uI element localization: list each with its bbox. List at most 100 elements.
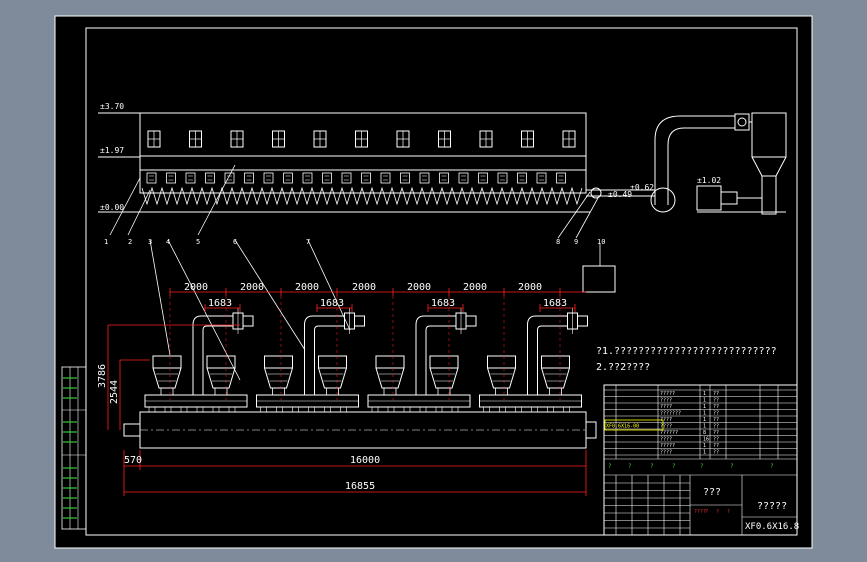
dimension-lines [107, 288, 587, 496]
elevation-labels: ±3.70 ±1.97 ±0.00 ±0.49 ±0.62 ±1.02 [100, 102, 721, 212]
title-block-cell: 1 [703, 424, 706, 430]
louver [224, 172, 235, 184]
title-block-cell: ???? [660, 424, 672, 430]
title-block-cell: ?? [713, 430, 719, 436]
dim-spacing: 2000 [518, 282, 542, 293]
title-block-cell: ???? [660, 437, 672, 443]
louver-panels [146, 172, 566, 184]
title-block-cell: 16 [703, 437, 709, 443]
louver [380, 172, 391, 184]
callout-numbers: 1 2 3 4 5 6 7 8 9 10 [104, 238, 605, 246]
elevation-label: ±1.97 [100, 146, 124, 155]
callout-8: 8 [556, 238, 560, 246]
drawing-number: XF0.6X16.8 [745, 522, 799, 532]
title-block-cell: ???? [660, 404, 672, 410]
louver [439, 172, 449, 184]
dim-inner: 1683 [543, 298, 567, 309]
callout-leaders [109, 164, 601, 381]
callout-6: 6 [233, 238, 237, 246]
title-block-cell: ?? [713, 437, 719, 443]
title-block-cell: ?? [713, 404, 719, 410]
title-block-cell: 1 [703, 417, 706, 423]
elevation-label: ±3.70 [100, 102, 124, 111]
title-block-footer-cell: ???? [694, 509, 706, 515]
callout-5: 5 [196, 238, 200, 246]
drawing-border [85, 27, 798, 536]
louver [497, 172, 508, 184]
title-block-header: ? [628, 463, 632, 470]
building-outline [139, 112, 587, 194]
title-block-footer-cell: ? [705, 509, 708, 515]
hopper-zigzag [141, 186, 583, 206]
dim-height-inner: 2544 [109, 380, 120, 404]
title-block-cell: 1 [703, 398, 706, 404]
note-line-1: ?1.??????????????????????????? [596, 346, 777, 357]
title-block-cell: ?? [713, 424, 719, 430]
sub-title: ????? [757, 501, 787, 512]
elevation-label: ±0.00 [100, 203, 124, 212]
louver [322, 172, 332, 184]
louver [478, 172, 488, 184]
callout-2: 2 [128, 238, 132, 246]
technical-notes: ?1.??????????????????????????? 2.??2???? [596, 346, 777, 373]
building-windows [147, 130, 576, 148]
title-block-cell: ???? [660, 417, 672, 423]
title-block-header: ? [770, 463, 774, 470]
louver [536, 172, 547, 184]
title-block-header: ? [730, 463, 734, 470]
elevation-label: ±0.49 [608, 190, 632, 199]
dim-length: 16000 [350, 455, 380, 466]
louver [361, 172, 371, 184]
dim-inner: 1683 [208, 298, 232, 309]
louver [302, 172, 313, 184]
title-block-cell: ?? [713, 391, 719, 397]
callout-9: 9 [574, 238, 578, 246]
machine-unit [367, 308, 477, 413]
title-block-cell: ?????? [660, 430, 678, 436]
dim-spacing: 2000 [407, 282, 431, 293]
note-line-2: 2.??2???? [596, 362, 650, 373]
title-block-cell: ????? [660, 443, 675, 449]
title-block-cell: 1 [703, 404, 706, 410]
callout-10: 10 [597, 238, 605, 246]
title-block-cell: ??????? [660, 411, 681, 417]
dim-inner: 1683 [431, 298, 455, 309]
title-block-footer-cell: ? [716, 509, 719, 515]
machine-unit [256, 308, 365, 413]
elevation-label: ±1.02 [697, 176, 721, 185]
louver [205, 172, 215, 184]
callout-4: 4 [166, 238, 170, 246]
title-block-cell: 1 [703, 443, 706, 449]
elevation-label: ±0.62 [630, 183, 654, 192]
louver [244, 172, 254, 184]
title-block-cell: ?? [713, 450, 719, 456]
callout-3: 3 [148, 238, 152, 246]
louver [400, 172, 410, 184]
louver [263, 172, 274, 184]
louver [146, 172, 157, 184]
dim-spacing: 2000 [184, 282, 208, 293]
louver [419, 172, 430, 184]
hopper-row [141, 186, 583, 206]
title-block-cell: ?? [713, 443, 719, 449]
item-10-box [582, 265, 616, 293]
title-block-cell: ???? [660, 450, 672, 456]
louver [166, 172, 176, 184]
dim-spacing: 2000 [295, 282, 319, 293]
louver [556, 172, 566, 184]
title-block-cell: ?? [713, 398, 719, 404]
title-block-header: ? [700, 463, 704, 470]
title-block-cell: XF0.6X16-00 [606, 424, 639, 430]
drawing-sheet [54, 15, 813, 549]
dim-spacing: 2000 [352, 282, 376, 293]
highlight-row [604, 419, 664, 431]
title-block-cell: 8 [703, 430, 706, 436]
callout-1: 1 [104, 238, 108, 246]
louver [185, 172, 196, 184]
title-block-header: ? [608, 463, 612, 470]
machine-unit [479, 308, 588, 413]
title-block-cell: ?? [713, 411, 719, 417]
side-margin-table [61, 366, 87, 530]
louver [517, 172, 527, 184]
